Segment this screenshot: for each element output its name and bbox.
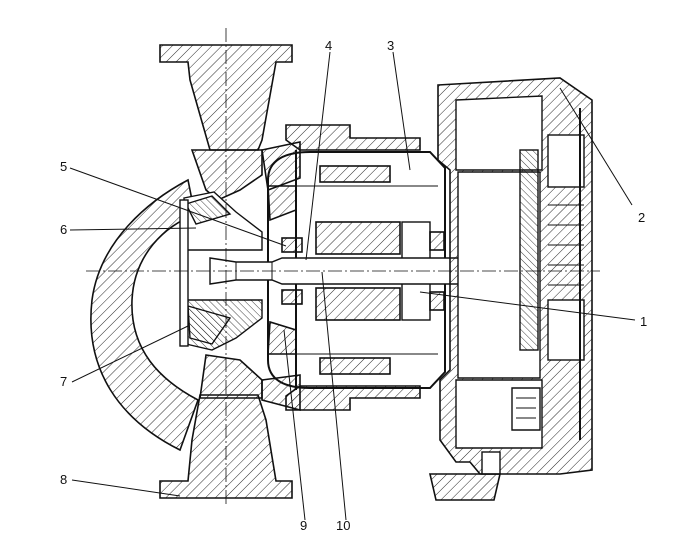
centre-lines (86, 28, 600, 505)
leader-8 (71, 479, 181, 497)
callout-labels: 1 2 3 4 5 6 7 8 9 10 (60, 38, 647, 533)
callout-2: 2 (638, 210, 645, 225)
callout-10: 10 (336, 518, 350, 533)
leader-1 (419, 291, 636, 321)
leader-2 (559, 87, 633, 206)
callout-7: 7 (60, 374, 67, 389)
impeller (179, 191, 263, 351)
leader-3 (392, 51, 411, 171)
callout-1: 1 (640, 314, 647, 329)
leader-7 (71, 325, 189, 383)
leader-lines (69, 51, 636, 521)
callout-9: 9 (300, 518, 307, 533)
leader-10 (321, 271, 347, 521)
callout-4: 4 (325, 38, 332, 53)
callout-5: 5 (60, 159, 67, 174)
leader-6 (69, 227, 197, 231)
electronics-housing (428, 77, 593, 501)
leader-4 (305, 51, 331, 261)
callout-8: 8 (60, 472, 67, 487)
callout-6: 6 (60, 222, 67, 237)
callout-3: 3 (387, 38, 394, 53)
leader-9 (283, 329, 306, 521)
motor-casing (267, 124, 446, 411)
leader-5 (69, 167, 287, 247)
